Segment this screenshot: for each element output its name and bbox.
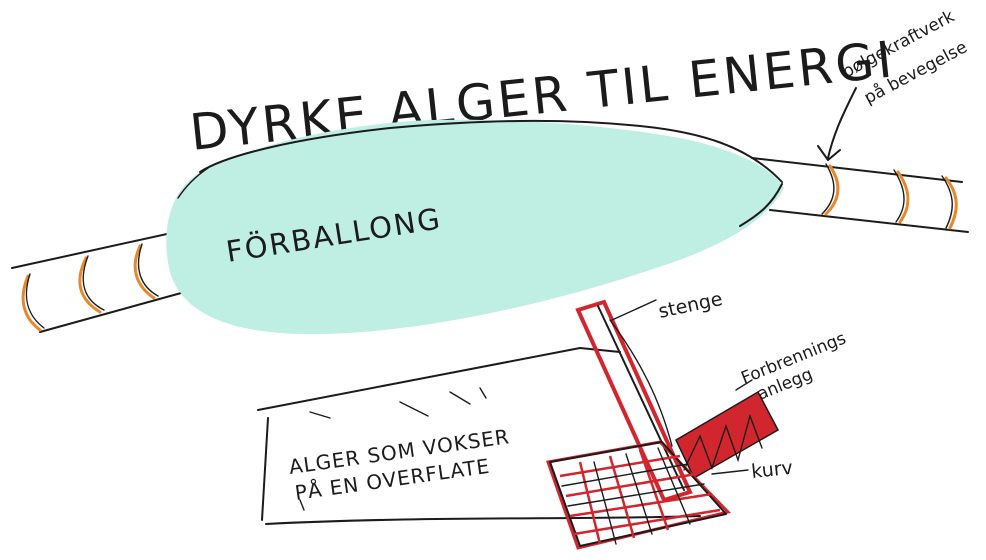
stem-leader-line: [612, 300, 656, 320]
stem-label: stenge: [656, 288, 724, 323]
basket-label: kurv: [750, 457, 794, 483]
left-tube: [12, 232, 192, 332]
right-tube: [752, 158, 968, 232]
basket-leader-line: [712, 470, 748, 474]
